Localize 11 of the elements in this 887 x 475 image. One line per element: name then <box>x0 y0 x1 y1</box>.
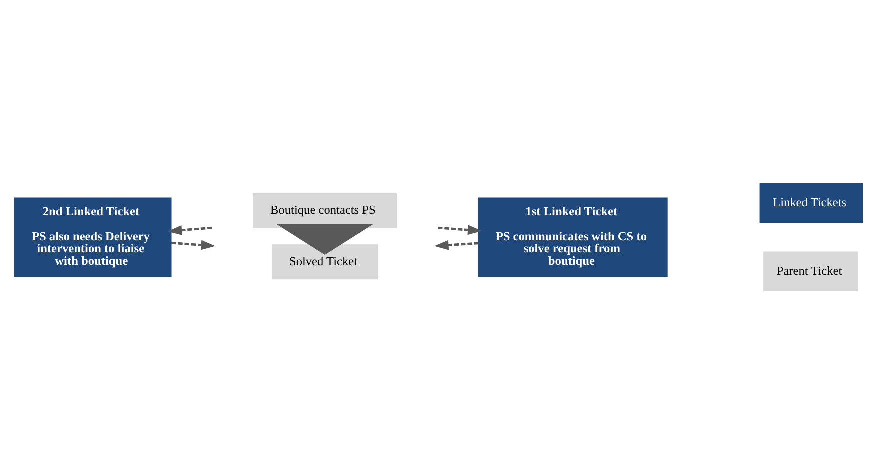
node-box: 1st Linked Ticket PS communicates with CS to solve request from boutique <box>478 198 668 278</box>
arrow <box>438 225 482 236</box>
arrow <box>434 240 479 250</box>
arrow <box>168 225 212 236</box>
node-box: Boutique contacts PS <box>253 193 398 228</box>
legend-label: Linked Tickets <box>773 196 847 210</box>
node-box: Solved Ticket <box>272 244 378 280</box>
node-box: 2nd Linked Ticket PS also needs Delivery intervention to liaise with boutique <box>14 198 172 278</box>
arrow <box>171 240 216 250</box>
legend-label: Parent Ticket <box>776 264 842 278</box>
arrow <box>276 224 374 256</box>
